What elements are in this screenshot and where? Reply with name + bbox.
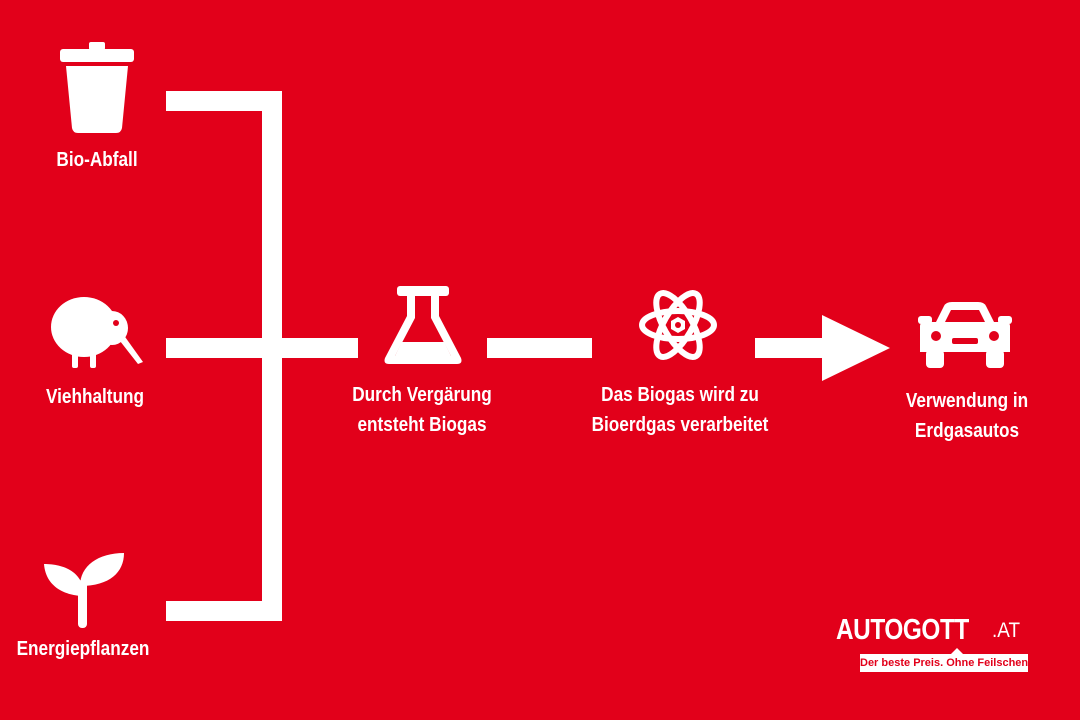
- step-label-usage-line1: Verwendung in: [905, 390, 1029, 412]
- source-label-energiepflanzen: Energiepflanzen: [16, 638, 150, 660]
- autogott-logo: AUTOGOTT .AT Der beste Preis. Ohne Feils…: [836, 612, 1032, 674]
- car-icon: [918, 302, 1012, 368]
- bracket-bottom-arm: [166, 601, 282, 621]
- step-label-usage-line2: Erdgasautos: [914, 420, 1020, 442]
- arrow-shaft: [755, 338, 835, 358]
- step-label-usage: Verwendung in Erdgasautos: [884, 386, 1051, 446]
- seedling-icon: [44, 553, 124, 628]
- atom-icon: [639, 290, 717, 360]
- kiwi-bird-icon: [51, 297, 143, 368]
- bracket-middle-arm: [166, 338, 358, 358]
- step-label-processing: Das Biogas wird zu Bioerdgas verarbeitet: [579, 380, 782, 440]
- logo-speech-tick: [950, 648, 964, 655]
- step-label-processing-line1: Das Biogas wird zu: [601, 384, 759, 406]
- bracket-top-arm: [166, 91, 282, 111]
- logo-brand: AUTOGOTT: [836, 614, 969, 646]
- step-label-fermentation-line2: entsteht Biogas: [357, 414, 487, 436]
- step-label-fermentation-line1: Durch Vergärung: [352, 384, 492, 406]
- trash-can-icon: [60, 42, 134, 133]
- logo-tld: .AT: [992, 619, 1021, 642]
- source-label-viehhaltung: Viehhaltung: [45, 386, 145, 408]
- source-label-bio-abfall: Bio-Abfall: [56, 149, 138, 171]
- logo-tagline: Der beste Preis. Ohne Feilschen.: [860, 654, 1031, 672]
- arrow-head: [822, 315, 890, 381]
- step-label-processing-line2: Bioerdgas verarbeitet: [591, 414, 769, 436]
- flask-icon: [384, 286, 462, 364]
- connector-flask-atom: [487, 338, 592, 358]
- step-label-fermentation: Durch Vergärung entsteht Biogas: [336, 380, 508, 440]
